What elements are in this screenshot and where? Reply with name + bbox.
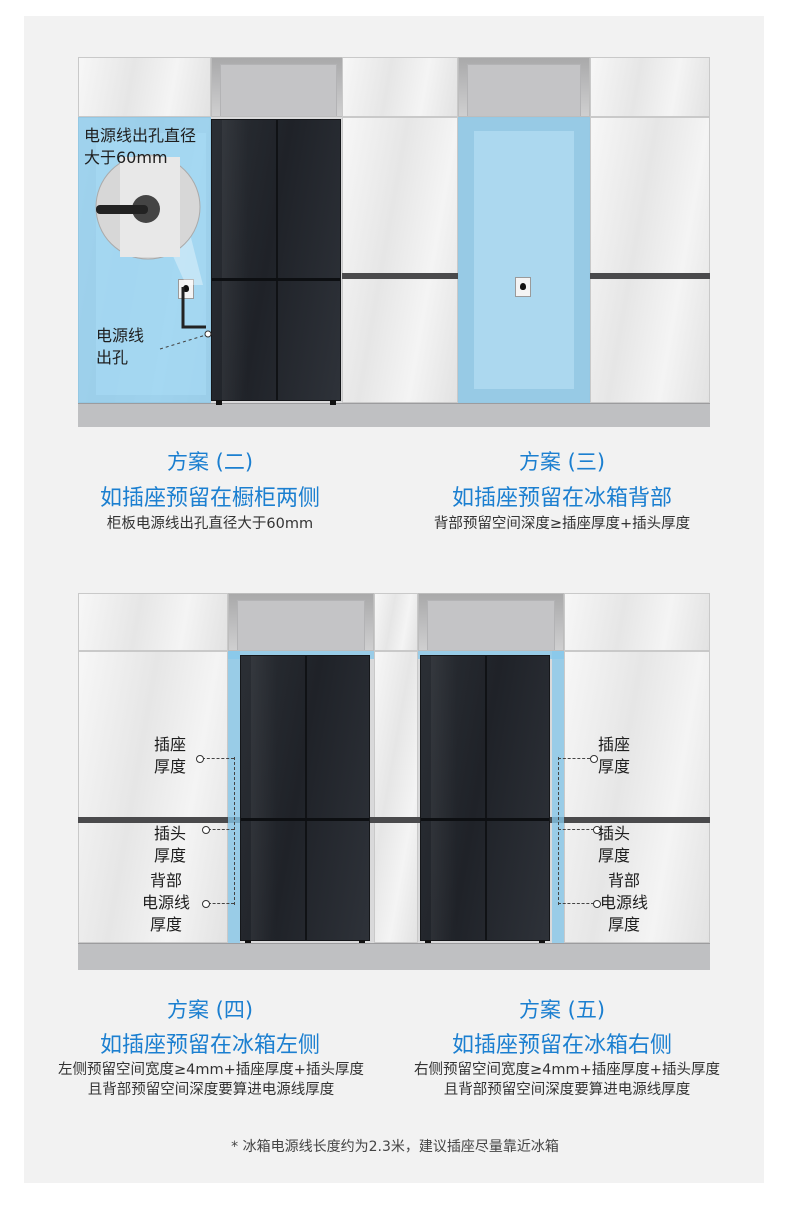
cabinet-upper-left [78,593,228,651]
cabinet-upper-middle [374,593,418,651]
footnote: * 冰箱电源线长度约为2.3米，建议插座尽量靠近冰箱 [231,1139,559,1155]
leader-dot [196,755,204,763]
cabinet-handle-stripe [590,273,710,279]
cabinet-upper-right [590,57,710,117]
leader-dot [202,826,210,834]
leader-cord-plan-4 [208,903,234,904]
cord-hole-label: 电源线 出孔 [96,326,145,367]
floor [78,943,710,970]
plan-4-heading: 方案 (四) [166,998,254,1022]
socket-thickness-label-plan-5: 插座厚度 [598,735,631,776]
cabinet-lower-right [564,651,710,943]
plug-thickness-label-plan-4: 插头厚度 [154,824,187,865]
cabinet-lower-left [78,651,228,943]
cabinet-handle-stripe [78,817,710,823]
dimension-line-plan-5 [558,757,559,905]
cord-hole-diameter-label: 电源线出孔直径 大于60mm [84,126,197,167]
floor [78,403,346,427]
dimension-line-plan-4 [234,757,235,905]
cabinet-lower-right [590,117,710,403]
scene-plan-2-right-cabinets [342,57,458,427]
cabinet-lower-middle [374,651,418,943]
cord-hole-zoom-callout [95,154,212,350]
leader-socket-plan-4 [202,758,234,759]
leader-plug-plan-4 [208,829,234,830]
plan-4-description: 左侧预留空间宽度≥4mm+插座厚度+插头厚度 且背部预留空间深度要算进电源线厚度 [58,1062,364,1098]
cabinet-upper [342,57,458,117]
scene-plan-4-5 [78,593,710,970]
power-outlet [515,277,531,297]
plan-4-subheading: 如插座预留在冰箱左侧 [99,1033,320,1058]
socket-thickness-label-plan-4: 插座厚度 [154,735,187,776]
refrigerator-plan-4 [240,655,370,945]
leader-dot [593,900,601,908]
plan-5-subheading: 如插座预留在冰箱右侧 [451,1033,672,1058]
cabinet-top-left [78,57,211,117]
reserve-area-inner [474,131,574,389]
fridge-niche-top [211,57,346,117]
cabinet-handle-stripe [342,273,458,279]
cabinet-lower [342,117,458,403]
leader-plug-plan-5 [558,829,594,830]
leader-dot [590,755,598,763]
plan-3-subheading: 如插座预留在冰箱背部 [451,486,672,511]
fridge-niche-top [458,57,590,117]
back-cord-thickness-label-plan-5: 背部电源线厚度 [599,871,648,934]
refrigerator [211,119,341,405]
plug-thickness-label-plan-5: 插头厚度 [598,824,631,865]
scene-plan-3 [458,57,710,427]
refrigerator-plan-5 [420,655,550,945]
fridge-niche-top-left [228,593,374,651]
leader-cord-plan-5 [558,903,594,904]
plan-2-description: 柜板电源线出孔直径大于60mm [106,516,314,532]
fridge-niche-top-right [418,593,564,651]
back-cord-thickness-label-plan-4: 背部电源线厚度 [141,871,190,934]
leader-socket-plan-5 [558,758,590,759]
plan-2-subheading: 如插座预留在橱柜两侧 [99,486,320,511]
plan-3-heading: 方案 (三) [518,450,606,474]
plan-2-heading: 方案 (二) [166,450,254,474]
leader-dot [202,900,210,908]
plan-5-heading: 方案 (五) [518,998,606,1022]
leader-dot [593,826,601,834]
cabinet-upper-right [564,593,710,651]
floor [342,403,458,427]
scene-plan-2: 电源线出孔直径 大于60mm 电源线 出孔 [78,57,346,427]
floor [458,403,710,427]
plan-5-description: 右侧预留空间宽度≥4mm+插座厚度+插头厚度 且背部预留空间深度要算进电源线厚度 [414,1062,720,1098]
plan-3-description: 背部预留空间深度≥插座厚度+插头厚度 [433,516,691,532]
